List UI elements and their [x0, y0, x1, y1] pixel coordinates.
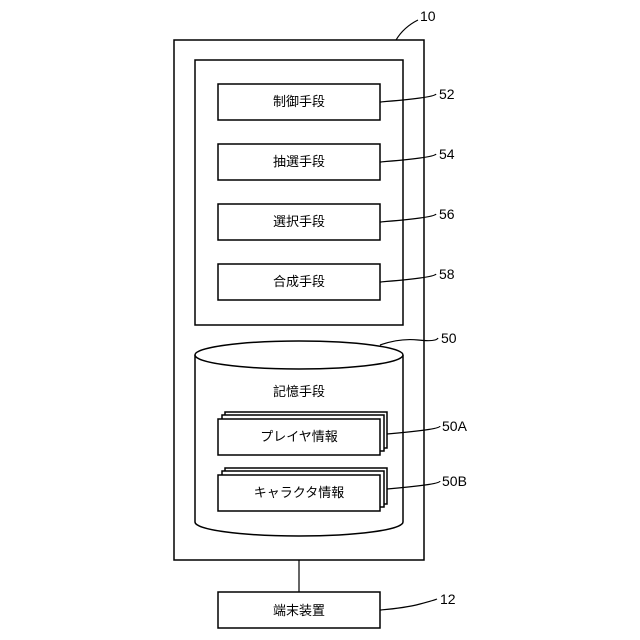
module-lottery-label: 抽選手段	[273, 155, 325, 170]
player-info-ref: 50A	[442, 418, 468, 434]
module-lottery-ref: 54	[439, 146, 455, 162]
module-control-ref: 52	[439, 86, 455, 102]
device-ref: 10	[420, 8, 436, 24]
module-control-label: 制御手段	[273, 95, 325, 110]
storage-ref: 50	[441, 330, 457, 346]
character-info-ref: 50B	[442, 473, 467, 489]
character-info-label: キャラクタ情報	[254, 486, 344, 501]
device-leader-line	[396, 20, 418, 40]
character-info-record: キャラクタ情報 50B	[218, 468, 467, 511]
module-synthesis-label: 合成手段	[273, 275, 325, 290]
terminal-label: 端末装置	[273, 604, 325, 619]
terminal-ref: 12	[440, 591, 456, 607]
module-synthesis-ref: 58	[439, 266, 455, 282]
module-selection-ref: 56	[439, 206, 455, 222]
terminal-leader	[380, 599, 437, 610]
storage-label: 記憶手段	[273, 384, 325, 400]
module-selection-label: 選択手段	[273, 215, 325, 230]
player-info-label: プレイヤ情報	[260, 430, 338, 445]
player-info-record: プレイヤ情報 50A	[218, 412, 468, 455]
terminal-device: 端末装置 12	[218, 591, 456, 628]
